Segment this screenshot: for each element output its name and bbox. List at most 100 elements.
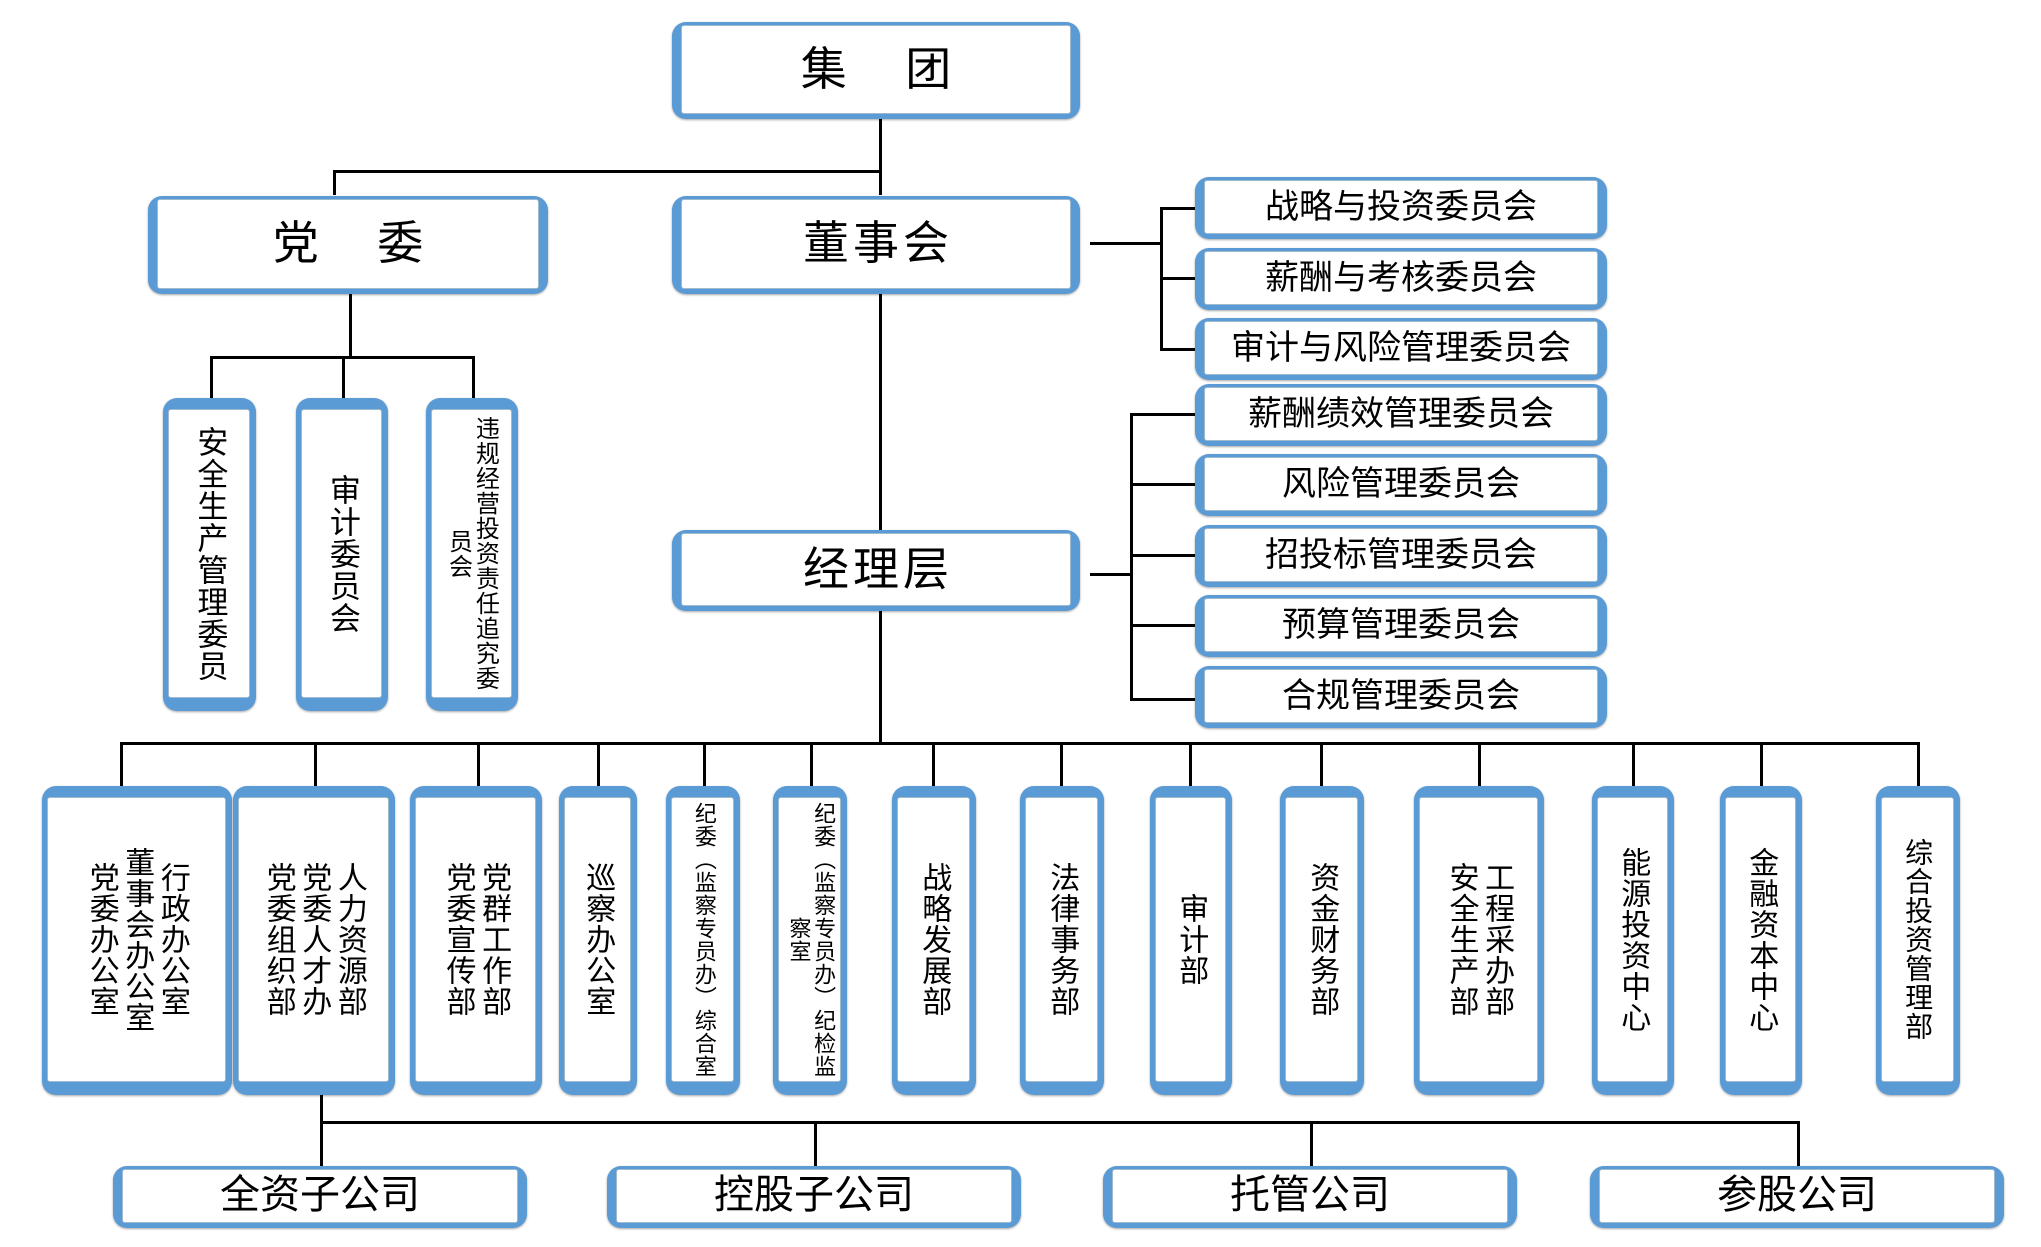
node-department-12-line-0: 金融资本中心	[1743, 846, 1779, 1033]
node-party-committee-2-label: 违规经营投资责任追究委员会	[444, 416, 500, 691]
node-department-1-line-1: 党委人才办	[296, 862, 332, 1017]
node-department-1-line-0: 人力资源部	[331, 862, 367, 1017]
node-department-6[interactable]: 战略发展部	[892, 786, 976, 1095]
connector-board-to-mgmt	[879, 294, 882, 536]
connector-board-committee-2	[1160, 277, 1199, 280]
connector-dept-drop-13	[1760, 742, 1763, 786]
node-mgmt-committee-1-label: 风险管理委员会	[1282, 463, 1520, 504]
connector-dept-drop-10	[1320, 742, 1323, 786]
node-department-5-line-0: 纪委（监察专员办）纪检监察室	[785, 801, 836, 1078]
node-department-8-line-0: 审计部	[1173, 893, 1209, 986]
connector-mgmt-committee-2	[1130, 483, 1200, 486]
node-department-10[interactable]: 安全生产部 工程采办部	[1414, 786, 1544, 1095]
node-department-0-line-0: 行政办公室	[154, 862, 190, 1017]
node-department-13-line-0: 综合投资管理部	[1901, 838, 1935, 1041]
connector-department-bus	[120, 742, 1920, 745]
node-department-4-line-0: 纪委（监察专员办）综合室	[690, 801, 716, 1078]
node-department-12[interactable]: 金融资本中心	[1720, 786, 1802, 1095]
node-board-committee-1-label: 薪酬与考核委员会	[1265, 257, 1537, 298]
node-party-committee-1[interactable]: 审计委员会	[296, 398, 388, 711]
node-party-committee-1-label: 审计委员会	[323, 473, 360, 634]
connector-dept-drop-12	[1632, 742, 1635, 786]
connector-dept-drop-1	[120, 742, 123, 786]
node-party-committee-0[interactable]: 安全生产管理委员	[163, 398, 256, 711]
node-mgmt-committee-2[interactable]: 招投标管理委员会	[1195, 525, 1607, 587]
node-department-10-line-0: 工程采办部	[1479, 862, 1515, 1017]
connector-dept-drop-3	[477, 742, 480, 786]
node-mgmt-committee-0[interactable]: 薪酬绩效管理委员会	[1195, 384, 1607, 446]
node-department-8[interactable]: 审计部	[1150, 786, 1232, 1095]
node-party-committee[interactable]: 党 委	[148, 196, 548, 294]
node-management-label: 经理层	[803, 541, 953, 596]
node-board-committee-2[interactable]: 审计与风险管理委员会	[1195, 318, 1607, 380]
node-mgmt-committee-4[interactable]: 合规管理委员会	[1195, 666, 1607, 728]
node-board-label: 董事会	[803, 216, 953, 271]
node-mgmt-committee-1[interactable]: 风险管理委员会	[1195, 454, 1607, 516]
connector-board-committee-1	[1160, 207, 1199, 210]
node-department-3[interactable]: 巡察办公室	[559, 786, 637, 1095]
connector-dept-drop-14	[1917, 742, 1920, 786]
node-mgmt-committee-4-label: 合规管理委员会	[1282, 675, 1520, 716]
node-subsidiary-0-label: 全资子公司	[220, 1172, 420, 1219]
node-department-2-line-0: 党群工作部	[476, 862, 512, 1017]
node-department-2-line-1: 党委宣传部	[440, 862, 476, 1017]
node-department-13[interactable]: 综合投资管理部	[1876, 786, 1960, 1095]
node-department-1[interactable]: 党委组织部 党委人才办 人力资源部	[233, 786, 395, 1095]
connector-dept-drop-4	[597, 742, 600, 786]
node-subsidiary-2-label: 托管公司	[1230, 1172, 1390, 1219]
node-department-9[interactable]: 资金财务部	[1280, 786, 1364, 1095]
connector-board-committee-3	[1160, 348, 1199, 351]
connector-mgmt-down	[879, 610, 882, 745]
connector-party-down	[349, 294, 352, 356]
connector-sub-drop-2	[814, 1121, 817, 1166]
connector-dept-drop-8	[1060, 742, 1063, 786]
node-department-0-line-1: 董事会办公室	[119, 846, 155, 1033]
node-department-1-line-2: 党委组织部	[260, 862, 296, 1017]
connector-party-child-2	[342, 356, 345, 401]
connector-mgmt-committee-1	[1130, 413, 1200, 416]
node-department-7[interactable]: 法律事务部	[1020, 786, 1104, 1095]
connector-mgmt-committee-3	[1130, 554, 1200, 557]
connector-sub-drop-1	[320, 1121, 323, 1166]
node-subsidiary-2[interactable]: 托管公司	[1103, 1166, 1517, 1228]
connector-mgmt-stem	[1090, 573, 1132, 576]
node-management-layer[interactable]: 经理层	[672, 530, 1080, 611]
node-department-5[interactable]: 纪委（监察专员办）纪检监察室	[773, 786, 847, 1095]
node-department-6-line-0: 战略发展部	[916, 862, 952, 1017]
node-mgmt-committee-3-label: 预算管理委员会	[1282, 604, 1520, 645]
connector-group-down	[879, 118, 882, 170]
connector-board-drop	[879, 170, 882, 195]
connector-dept-drop-2	[314, 742, 317, 786]
node-mgmt-committee-2-label: 招投标管理委员会	[1265, 534, 1537, 575]
node-department-2[interactable]: 党委宣传部 党群工作部	[410, 786, 542, 1095]
node-subsidiary-3-label: 参股公司	[1717, 1172, 1877, 1219]
connector-board-stem	[1090, 242, 1163, 245]
node-department-4[interactable]: 纪委（监察专员办）综合室	[666, 786, 740, 1095]
connector-party-drop	[333, 170, 336, 195]
node-party-committee-0-label: 安全生产管理委员	[191, 425, 228, 682]
node-department-0[interactable]: 党委办公室 董事会办公室 行政办公室	[42, 786, 232, 1095]
node-group[interactable]: 集 团	[672, 22, 1080, 119]
node-department-11[interactable]: 能源投资中心	[1592, 786, 1674, 1095]
node-department-11-line-0: 能源投资中心	[1615, 846, 1651, 1033]
node-subsidiary-3[interactable]: 参股公司	[1590, 1166, 2004, 1228]
connector-dept-drop-5	[703, 742, 706, 786]
node-subsidiary-0[interactable]: 全资子公司	[113, 1166, 527, 1228]
node-mgmt-committee-3[interactable]: 预算管理委员会	[1195, 595, 1607, 657]
node-party-committee-2[interactable]: 违规经营投资责任追究委员会	[426, 398, 518, 711]
node-board-committee-1[interactable]: 薪酬与考核委员会	[1195, 248, 1607, 310]
node-board-committee-0[interactable]: 战略与投资委员会	[1195, 177, 1607, 239]
node-board-committee-2-label: 审计与风险管理委员会	[1231, 327, 1571, 368]
node-group-label: 集 团	[800, 41, 974, 96]
node-subsidiary-1[interactable]: 控股子公司	[607, 1166, 1021, 1228]
node-board-of-directors[interactable]: 董事会	[672, 196, 1080, 294]
connector-mgmt-committee-4	[1130, 624, 1200, 627]
node-department-3-line-0: 巡察办公室	[580, 862, 616, 1017]
node-party-committee-label: 党 委	[272, 216, 446, 271]
node-mgmt-committee-0-label: 薪酬绩效管理委员会	[1248, 393, 1554, 434]
connector-subsidiary-trunk	[320, 1095, 323, 1121]
connector-group-bus	[333, 170, 882, 173]
connector-subsidiary-bus	[320, 1121, 1800, 1124]
connector-mgmt-committee-5	[1130, 698, 1200, 701]
node-subsidiary-1-label: 控股子公司	[714, 1172, 914, 1219]
